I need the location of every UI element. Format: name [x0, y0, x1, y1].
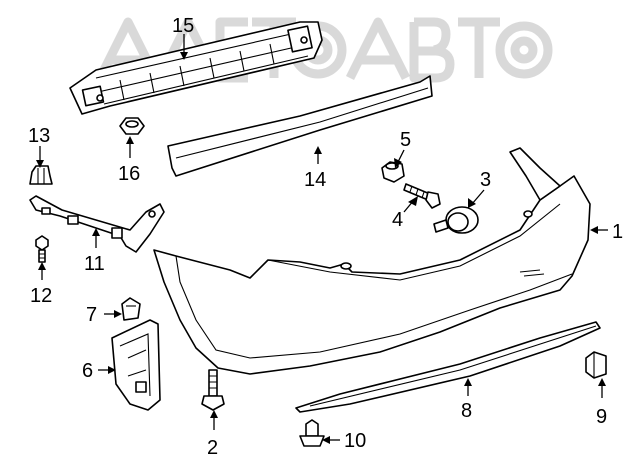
callout-6: 6 — [82, 360, 93, 382]
callout-7: 7 — [86, 304, 97, 326]
callout-14: 14 — [304, 169, 326, 191]
lower-trim-strip — [295, 321, 601, 413]
clip-7 — [121, 297, 141, 321]
callout-8: 8 — [461, 400, 472, 422]
side-bracket — [29, 195, 165, 253]
reinforcement-beam — [69, 21, 323, 115]
lower-bracket — [111, 319, 161, 411]
callout-5: 5 — [400, 129, 411, 151]
callout-9: 9 — [596, 406, 607, 428]
callout-16: 16 — [118, 163, 140, 185]
callout-13: 13 — [28, 125, 50, 147]
upper-retainer-strip — [167, 75, 433, 177]
callout-12: 12 — [30, 285, 52, 307]
leader-lines — [36, 34, 608, 444]
callout-10: 10 — [344, 430, 366, 452]
bolt-2 — [201, 369, 225, 411]
callout-3: 3 — [480, 169, 491, 191]
bolt-12 — [35, 235, 49, 263]
callout-11: 11 — [84, 253, 105, 275]
side-clip — [585, 351, 607, 379]
callout-15: 15 — [172, 15, 194, 37]
bumper-cover — [153, 147, 591, 375]
nut — [119, 117, 145, 135]
callout-1: 1 — [612, 221, 623, 243]
callout-2: 2 — [207, 437, 218, 459]
grommet-nut — [381, 161, 405, 183]
screw — [403, 183, 441, 209]
callout-4: 4 — [392, 209, 403, 231]
reflector — [433, 206, 479, 234]
push-clip — [299, 419, 325, 447]
bracket-clip — [29, 165, 53, 185]
